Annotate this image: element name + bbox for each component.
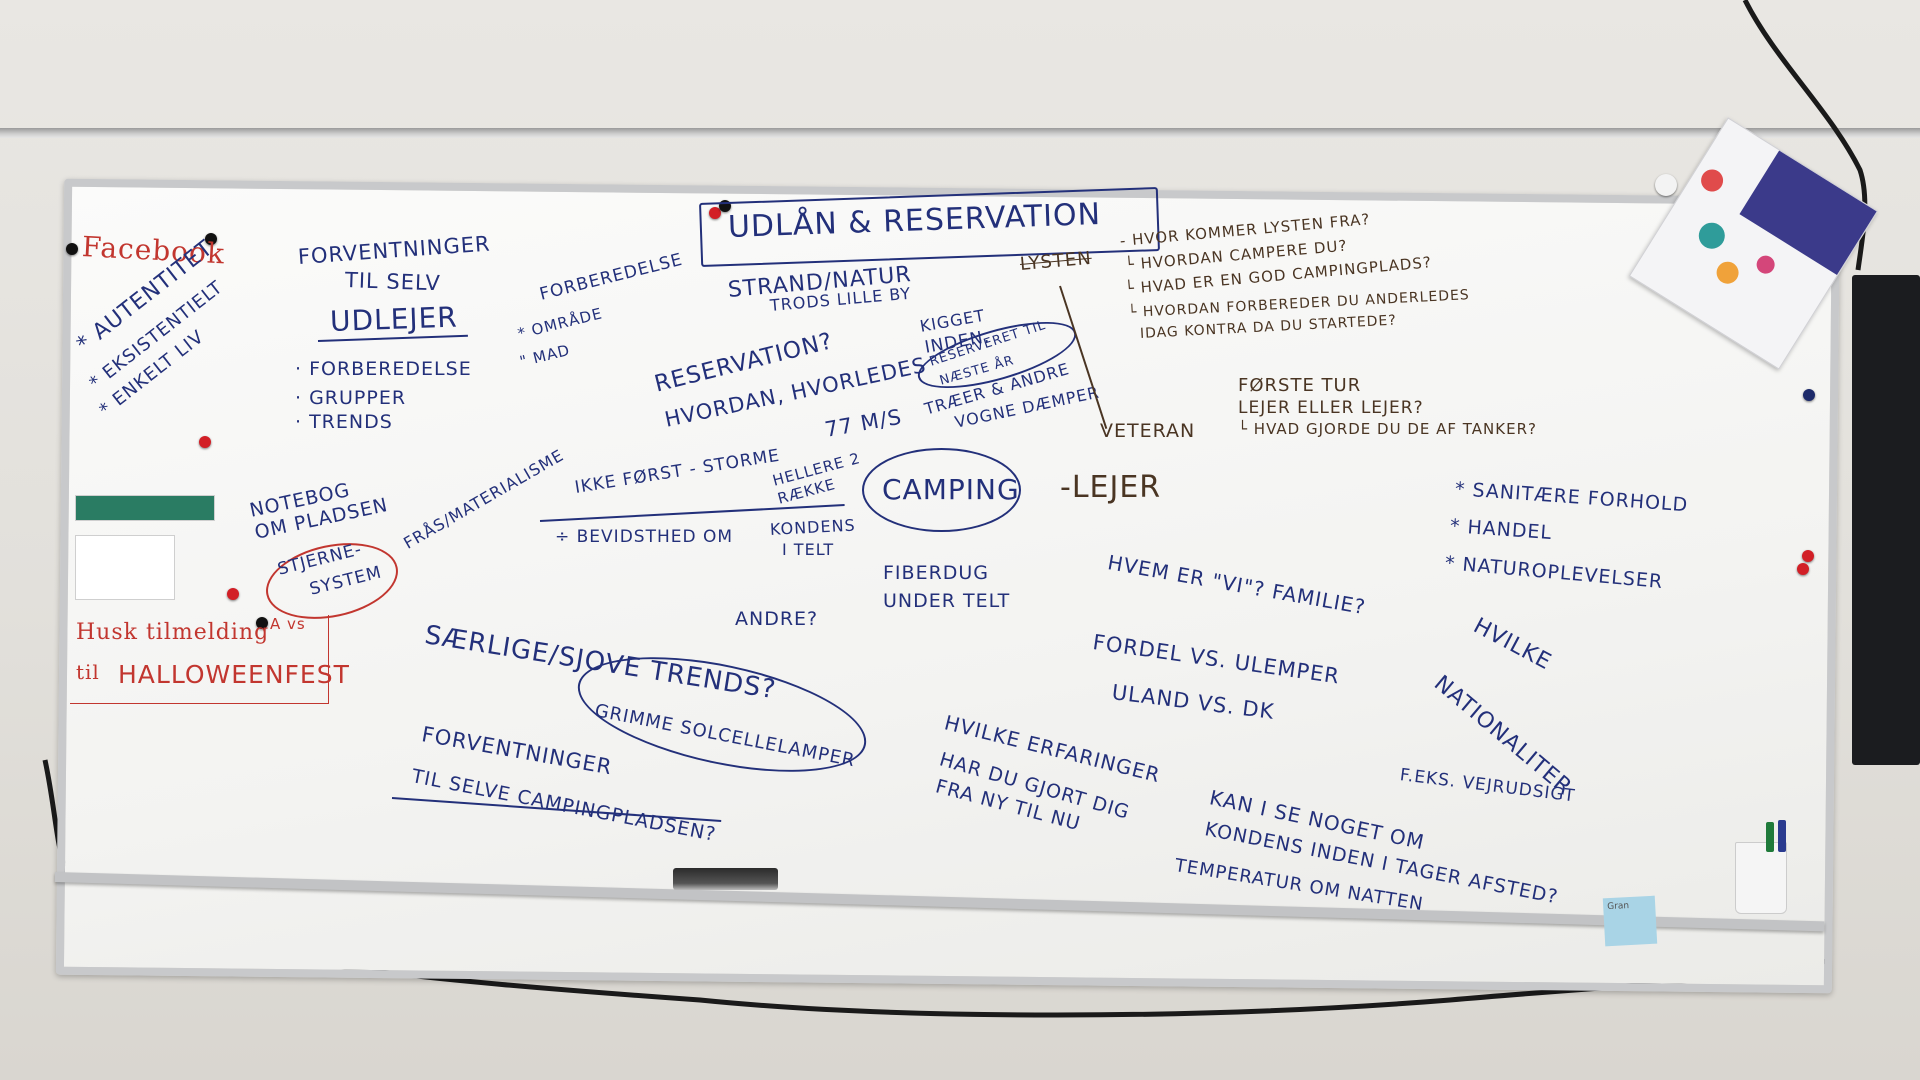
magnet-black[interactable]: [205, 233, 217, 245]
pinned-note-green: [75, 495, 215, 521]
veteran: VETERAN: [1100, 420, 1196, 442]
udlejer-item-2: · GRUPPER: [295, 387, 407, 409]
marker-cup: [1735, 842, 1787, 914]
tv-screen-edge: [1852, 275, 1920, 765]
forste-tur-2: LEJER ELLER LEJER?: [1238, 398, 1424, 418]
magnet-navy[interactable]: [1803, 389, 1815, 401]
forste-tur-1: FØRSTE TUR: [1238, 375, 1362, 396]
bevidsthed: ÷ BEVIDSTHED OM: [555, 527, 734, 547]
a-vs: A vs: [270, 615, 306, 633]
pinned-note-paper: [75, 535, 175, 600]
marker[interactable]: [1766, 822, 1774, 852]
sticky-note: Gran: [1602, 895, 1658, 947]
halloween-2: til: [76, 660, 100, 684]
udlejer-item-3: · TRENDS: [295, 411, 393, 433]
halloween-3: HALLOWEENFEST: [118, 660, 350, 689]
magnet-white[interactable]: [1655, 174, 1677, 196]
camping-oval: [862, 448, 1021, 532]
forventninger-selv-2: TIL SELV: [344, 268, 442, 296]
magnet-red[interactable]: [709, 207, 721, 219]
forste-tur-3: └ HVAD GJORDE DU DE AF TANKER?: [1238, 420, 1537, 438]
magnet-red[interactable]: [1797, 563, 1809, 575]
kondens-2: I TELT: [782, 540, 835, 559]
wall-trim: [0, 128, 1920, 138]
magnet-red[interactable]: [199, 436, 211, 448]
whiteboard-eraser[interactable]: [673, 868, 778, 890]
camping-center: CAMPING: [882, 473, 1020, 506]
udlejer-item-1: · FORBEREDELSE: [295, 358, 472, 380]
lejer: -LEJER: [1060, 470, 1162, 505]
halloween-box: [70, 615, 329, 704]
magnet-black[interactable]: [256, 617, 268, 629]
udlejer-heading: UDLEJER: [329, 300, 459, 338]
magnet-red[interactable]: [227, 588, 239, 600]
magnet-red[interactable]: [1802, 550, 1814, 562]
magnet-black[interactable]: [719, 200, 731, 212]
halloween-1: Husk tilmelding: [76, 620, 270, 645]
fiberdug-1: FIBERDUG: [883, 562, 990, 584]
magnet-black[interactable]: [66, 243, 78, 255]
fiberdug-2: UNDER TELT: [883, 590, 1011, 612]
andre: ANDRE?: [735, 608, 819, 630]
marker[interactable]: [1778, 820, 1786, 852]
